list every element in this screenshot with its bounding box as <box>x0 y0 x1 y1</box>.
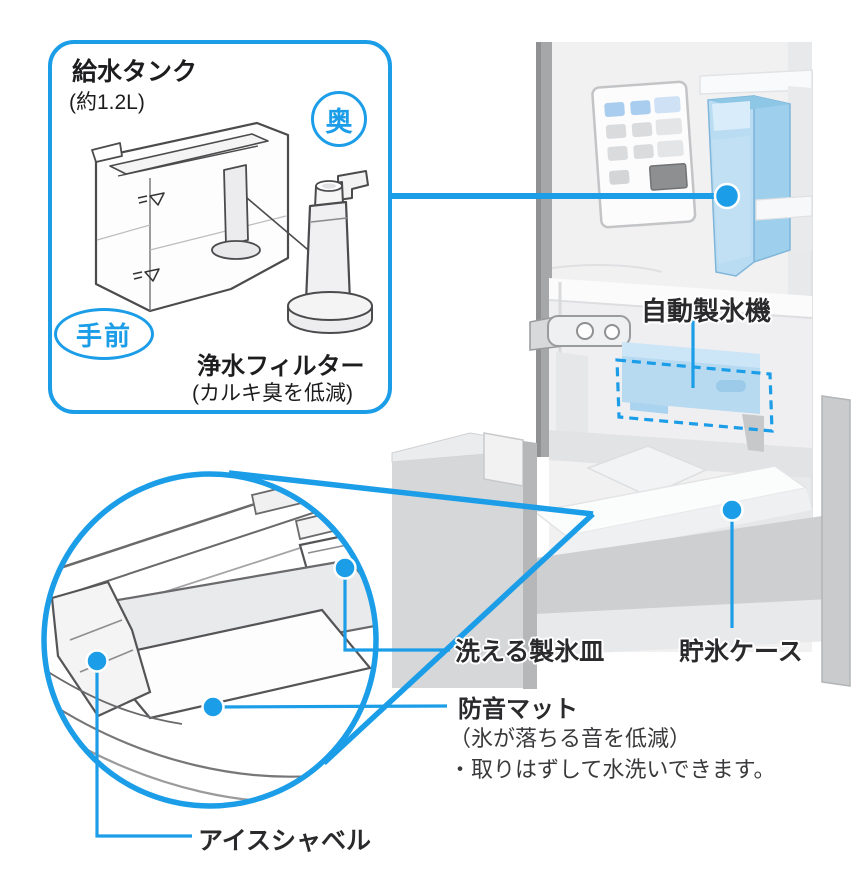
label-soundproof-mat-note: （氷が落ちる音を低減） <box>449 726 692 751</box>
ice-maker-unit <box>622 342 764 452</box>
tank-side-face <box>753 95 791 264</box>
icemaker-bracket <box>742 414 764 452</box>
case-rim-line-1 <box>44 667 183 725</box>
panel-front-face <box>392 451 523 688</box>
label-filter-name: 浄水フィルター <box>197 353 365 380</box>
drawer-right-wall <box>821 395 851 687</box>
dot-shovel <box>85 649 109 673</box>
wedge-line-lower <box>322 511 595 766</box>
leader-shovel <box>95 666 192 838</box>
panel-bar-gray-2 <box>657 139 684 158</box>
icemaker-top <box>622 342 760 368</box>
magnifier-wedge <box>228 470 595 766</box>
panel-handle-notch <box>483 432 524 487</box>
door-edge-strip-shadow <box>536 42 541 457</box>
leader-ice-tray <box>343 572 450 652</box>
tank-spout <box>91 142 123 163</box>
filter-collar-line <box>310 217 348 223</box>
panel-button-gray-5 <box>609 169 630 185</box>
icemaker-dashed-outline <box>615 358 774 433</box>
drawer-bottom-light <box>535 598 850 656</box>
dot-water-tank <box>713 182 741 210</box>
case-rim-inner <box>566 488 812 558</box>
panel-button-gray-4 <box>633 144 654 160</box>
dot-mat <box>201 695 225 719</box>
tank-waterline-right <box>149 215 287 251</box>
magnifier-ring <box>41 471 379 809</box>
fridge-illustration <box>391 42 851 689</box>
label-ice-shovel: アイスシャベル <box>198 827 372 855</box>
label-water-tank-title: 給水タンク <box>72 58 198 86</box>
label-soundproof-mat-title: 防音マット <box>458 696 578 723</box>
tank-filter-base <box>211 240 261 260</box>
level-mark-lower <box>132 268 160 282</box>
level-mark-upper <box>137 192 165 206</box>
badge-front: 手前 <box>54 308 154 360</box>
tank-waterline-left <box>96 224 151 241</box>
panel-side-sliver <box>523 441 537 689</box>
purification-filter-illustration <box>287 170 373 334</box>
panel-button-gray-3 <box>607 145 628 161</box>
door-bin-wall <box>788 86 812 252</box>
filter-top-inner <box>322 183 336 189</box>
ice-chute <box>586 445 708 497</box>
panel-button-blue-1 <box>604 102 625 117</box>
label-soundproof-mat-bullet: ・取りはずして水洗いできます。 <box>449 757 776 782</box>
shovel-ridge-1 <box>69 619 123 641</box>
tank-top-inner <box>712 101 750 131</box>
control-panel <box>591 80 697 229</box>
hinge-hole-2 <box>604 324 620 340</box>
panel-button-gray-1 <box>605 123 627 139</box>
wedge-line-upper <box>228 470 594 517</box>
door-shelf-mid <box>755 195 813 221</box>
door-lower-line <box>551 264 663 273</box>
leader-lines <box>85 182 744 838</box>
tank-trough <box>109 133 269 175</box>
door-hinge <box>529 315 631 351</box>
dot-ice-case <box>720 498 744 522</box>
leader-mat <box>212 704 448 709</box>
badge-back: 奥 <box>311 91 367 147</box>
bay-ceiling <box>549 278 812 318</box>
label-filter-note: (カルキ臭を低減) <box>192 382 353 405</box>
panel-bar-blue <box>654 96 681 114</box>
label-auto-ice-maker: 自動製氷機 <box>641 296 772 326</box>
water-tank-callout-box <box>48 40 392 414</box>
label-ice-storage-case: 貯氷ケース <box>679 638 803 666</box>
dot-ice-tray <box>333 556 357 580</box>
panel-button-gray-2 <box>631 122 653 138</box>
hinge-hole-1 <box>576 322 594 340</box>
panel-button-blue-2 <box>630 100 651 116</box>
badge-back-label: 奥 <box>325 106 353 137</box>
label-washable-ice-tray: 洗える製氷皿 <box>455 638 605 666</box>
panel-bar-gray-1 <box>655 118 683 136</box>
drawer-front-panel <box>391 432 537 689</box>
tank-filter-column <box>223 164 249 246</box>
ceiling-rail-2 <box>67 499 353 595</box>
bay-left-wall <box>556 352 588 455</box>
bay-ceiling-line <box>548 299 813 319</box>
tank-trough-line <box>117 145 259 177</box>
bay-shadow-band <box>549 430 812 478</box>
icemaker-lip <box>630 402 668 414</box>
magnifier-circle <box>41 471 379 809</box>
magnifier-content <box>44 474 376 804</box>
panel-display <box>648 163 688 191</box>
shovel-scoop <box>50 580 152 718</box>
label-water-tank-capacity: (約1.2L) <box>69 91 145 114</box>
freezer-drawer <box>533 395 851 687</box>
icemaker-latch <box>716 380 746 392</box>
water-tank-illustration <box>91 121 373 334</box>
badge-front-label: 手前 <box>75 320 132 351</box>
